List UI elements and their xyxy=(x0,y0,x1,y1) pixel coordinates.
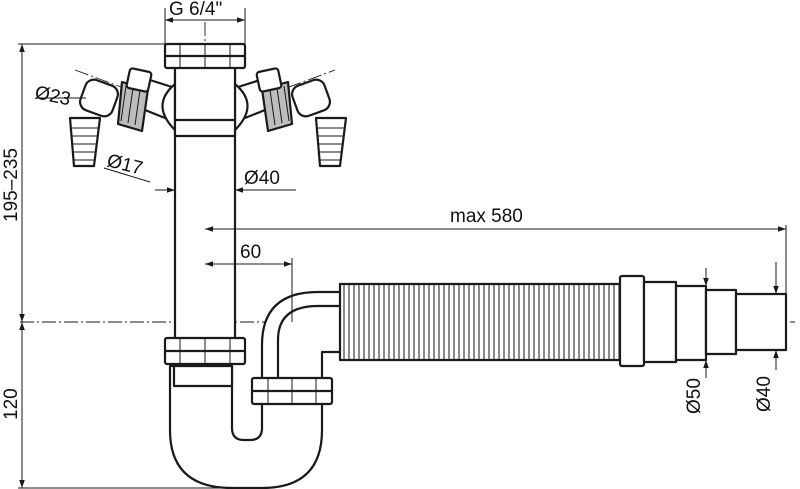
vertical-pipe xyxy=(161,58,249,342)
flex-hose xyxy=(338,282,630,362)
dimension-labels: G 6/4" Ø23 Ø17 Ø40 195–235 max 580 60 12… xyxy=(1,0,775,420)
dimension-lines xyxy=(18,8,787,489)
label-offset: 60 xyxy=(240,242,261,263)
right-inlet-branch xyxy=(233,67,348,168)
left-inlet-branch xyxy=(68,67,177,168)
label-max-length: max 580 xyxy=(450,206,523,227)
label-height-range: 195–235 xyxy=(1,148,22,222)
label-height-trap: 120 xyxy=(1,388,22,420)
label-thread: G 6/4" xyxy=(169,0,222,20)
label-outlet-d40: Ø40 xyxy=(754,376,775,412)
label-inlet-d17: Ø17 xyxy=(105,150,145,179)
label-outlet-d50: Ø50 xyxy=(684,378,705,414)
label-pipe-d40: Ø40 xyxy=(244,168,280,189)
outlet-reducer xyxy=(618,274,788,368)
outlet-elbow xyxy=(250,290,347,406)
top-nut xyxy=(163,42,247,70)
label-inlet-d23: Ø23 xyxy=(33,82,73,110)
